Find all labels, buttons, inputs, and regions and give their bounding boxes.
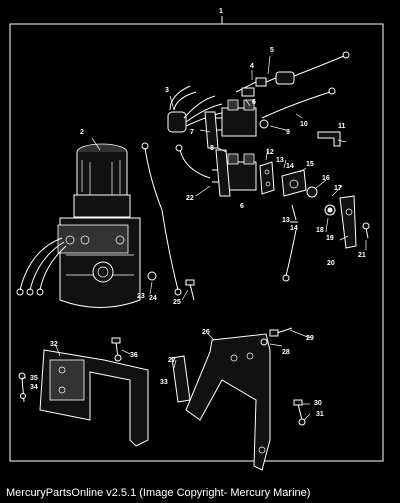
callout-6b: 6 (240, 203, 244, 210)
callout-28: 28 (282, 349, 290, 356)
callout-22: 22 (186, 195, 194, 202)
callout-8: 8 (210, 145, 214, 152)
callout-9: 9 (286, 129, 290, 136)
callout-25: 25 (173, 299, 181, 306)
cable-left (144, 147, 179, 291)
callout-14: 14 (286, 163, 294, 170)
callout-5: 5 (270, 47, 274, 54)
callout-10: 10 (300, 121, 308, 128)
callout-7: 7 (190, 129, 194, 136)
callout-4: 4 (250, 63, 254, 70)
callout-14b: 14 (290, 225, 298, 232)
callout-1: 1 (219, 8, 223, 15)
leader-lines (22, 55, 367, 421)
callout-24: 24 (149, 295, 157, 302)
callout-11: 11 (338, 123, 346, 130)
callout-23: 23 (137, 293, 145, 300)
callout-2: 2 (80, 129, 84, 136)
cable-22 (179, 149, 211, 179)
rod-27 (171, 355, 191, 403)
screw-25 (189, 283, 195, 301)
callout-12: 12 (266, 149, 274, 156)
callout-27: 27 (168, 357, 176, 364)
callout-18: 18 (316, 227, 324, 234)
callout-3: 3 (165, 87, 169, 94)
switch-15 (281, 169, 307, 197)
callout-26: 26 (202, 329, 210, 336)
callout-33: 33 (160, 379, 168, 386)
callout-15: 15 (306, 161, 314, 168)
callout-20: 20 (327, 260, 335, 267)
cable-10 (261, 91, 331, 119)
solenoid-3 (167, 85, 227, 133)
knob-16-19 (306, 186, 336, 216)
bracket-32 (39, 349, 149, 447)
fuse-holder (235, 51, 350, 97)
lever-20 (339, 195, 357, 249)
pump-motor (16, 143, 141, 308)
callout-13b: 13 (282, 217, 290, 224)
ground-strap (285, 229, 297, 277)
assembly-frame (9, 23, 384, 462)
callout-34: 34 (30, 384, 38, 391)
callout-6a: 6 (252, 99, 256, 106)
callout-13: 13 (276, 157, 284, 164)
callout-36: 36 (130, 352, 138, 359)
callout-35: 35 (30, 375, 38, 382)
plate-12 (259, 161, 275, 195)
callout-29: 29 (306, 335, 314, 342)
copyright-footer: MercuryPartsOnline v2.5.1 (Image Copyrig… (6, 487, 311, 499)
callout-21: 21 (358, 252, 366, 259)
bracket-26 (185, 333, 271, 471)
callout-32: 32 (50, 341, 58, 348)
bracket-11 (317, 131, 341, 147)
solenoid-6-upper (204, 99, 257, 149)
callout-30: 30 (314, 400, 322, 407)
callout-labels: 1 2 3 4 5 6 6 7 8 9 10 11 12 13 14 15 16… (30, 8, 366, 418)
callout-17: 17 (334, 185, 342, 192)
callout-31: 31 (316, 411, 324, 418)
callout-16: 16 (322, 175, 330, 182)
solenoid-6-lower (212, 149, 257, 197)
callout-19: 19 (326, 235, 334, 242)
